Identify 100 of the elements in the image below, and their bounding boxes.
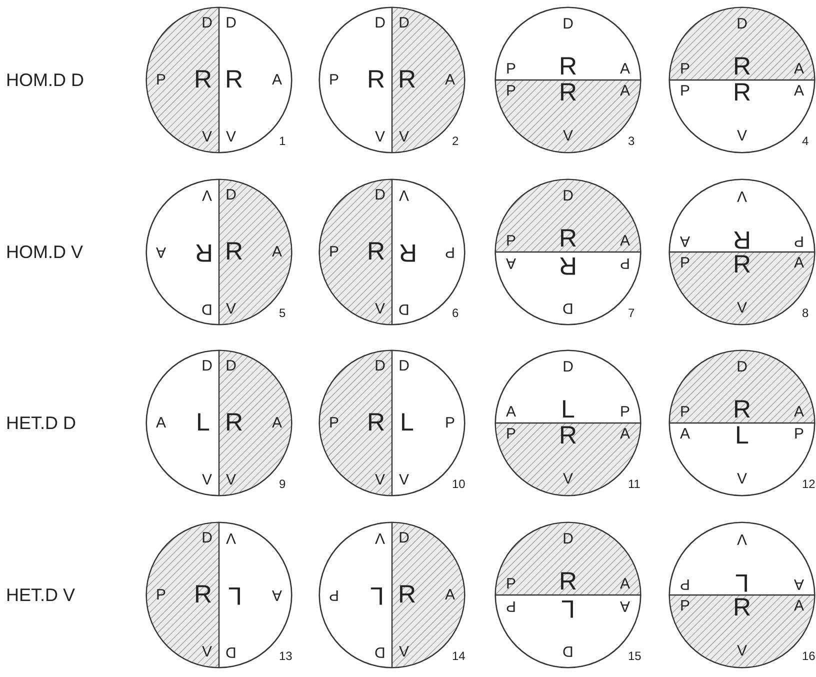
orientation-letter: A (794, 84, 804, 98)
orientation-letter-large: R (366, 68, 386, 92)
orientation-letter: P (506, 598, 516, 614)
orientation-letter: A (272, 416, 282, 430)
orientation-letter-large: R (732, 398, 752, 422)
orientation-letter: A (620, 84, 630, 98)
orientation-letter: V (399, 188, 409, 202)
orientation-letter: D (398, 16, 410, 30)
orientation-letter-large: R (732, 226, 752, 252)
hatched-half (496, 180, 640, 252)
orientation-letter-large: L (196, 410, 210, 436)
orientation-letter: V (737, 472, 747, 486)
orientation-letter: V (399, 130, 409, 144)
orientation-letter: P (329, 416, 339, 430)
circle-diagram (670, 180, 814, 324)
orientation-letter-large: L (400, 410, 414, 436)
orientation-letter: A (794, 576, 804, 592)
orientation-letter: V (375, 472, 385, 488)
orientation-letter-large: R (194, 582, 212, 608)
orientation-letter: A (680, 426, 690, 442)
hatched-half (496, 423, 640, 495)
row-label: HET.D V (6, 586, 76, 604)
hatched-half (670, 252, 814, 324)
circle-diagram (320, 180, 464, 324)
orientation-letter: D (202, 358, 212, 374)
orientation-letter-large: R (558, 424, 578, 448)
row-label: HET.D D (6, 414, 76, 432)
orientation-letter: V (399, 472, 409, 488)
circle-diagram (147, 180, 291, 324)
orientation-letter: V (737, 188, 747, 204)
circle-diagram (670, 523, 814, 667)
orientation-letter: P (680, 404, 690, 420)
orientation-letter: A (620, 62, 630, 76)
orientation-letter: V (737, 532, 747, 546)
orientation-letter: V (375, 530, 385, 546)
orientation-letter-large: R (732, 252, 752, 278)
figure-number: 2 (452, 135, 459, 147)
orientation-letter: D (374, 188, 386, 202)
hatched-half (496, 523, 640, 595)
orientation-letter: V (202, 644, 212, 660)
orientation-letter: A (272, 588, 282, 602)
circle-diagram (496, 8, 640, 152)
hatched-half (219, 180, 291, 324)
orientation-letter: V (375, 302, 385, 316)
figure-number: 12 (802, 478, 816, 490)
orientation-letter: P (506, 234, 516, 248)
orientation-letter: D (374, 358, 386, 374)
orientation-letter-large: R (224, 240, 244, 264)
orientation-letter: D (562, 532, 574, 546)
orientation-letter: D (226, 644, 236, 660)
orientation-letter: V (202, 188, 212, 202)
hatched-half (670, 351, 814, 423)
orientation-letter: A (445, 588, 455, 602)
figure-number: 8 (802, 307, 809, 319)
hatched-half (219, 351, 291, 495)
orientation-letter: D (562, 360, 574, 374)
orientation-letter-large: R (398, 582, 416, 608)
orientation-letter-large: R (366, 410, 386, 436)
circle-diagram (496, 351, 640, 495)
figure-number: 3 (628, 135, 635, 147)
circle-diagram (496, 180, 640, 324)
orientation-letter: A (156, 416, 166, 430)
orientation-letter: D (562, 300, 574, 316)
hatched-half (147, 8, 219, 152)
orientation-letter: A (272, 244, 282, 260)
circle-diagram (147, 351, 291, 495)
hatched-half (496, 80, 640, 152)
orientation-letter: A (620, 426, 630, 442)
orientation-letter: D (736, 16, 748, 32)
orientation-letter: V (226, 472, 236, 488)
circle-diagram (670, 8, 814, 152)
orientation-letter: A (680, 234, 690, 248)
orientation-letter: P (680, 84, 690, 98)
circle-diagram (320, 351, 464, 495)
circle-diagram (670, 351, 814, 495)
orientation-letter: D (562, 188, 574, 204)
orientation-letter: V (202, 472, 212, 488)
orientation-letter: P (680, 62, 690, 76)
orientation-letter: V (375, 130, 385, 144)
orientation-letter: D (202, 302, 212, 316)
circle-diagram (147, 8, 291, 152)
figure-number: 15 (628, 650, 642, 662)
orientation-letter: D (398, 530, 410, 546)
orientation-letter-large: L (735, 424, 749, 448)
orientation-letter: A (272, 72, 282, 88)
orientation-letter-large: R (558, 54, 578, 80)
orientation-letter: P (680, 598, 690, 614)
orientation-letter-large: L (370, 582, 384, 608)
orientation-letter: P (794, 426, 804, 442)
orientation-letter-large: L (228, 582, 242, 608)
hatched-half (670, 595, 814, 667)
orientation-letter-large: L (561, 398, 575, 422)
orientation-letter: D (562, 644, 574, 658)
orientation-letter: A (156, 244, 166, 260)
hatched-half (392, 523, 464, 667)
orientation-letter: P (329, 244, 339, 260)
circle-diagram (496, 523, 640, 667)
orientation-letter: A (620, 234, 630, 248)
hatched-half (320, 180, 392, 324)
orientation-letter: V (737, 644, 747, 658)
